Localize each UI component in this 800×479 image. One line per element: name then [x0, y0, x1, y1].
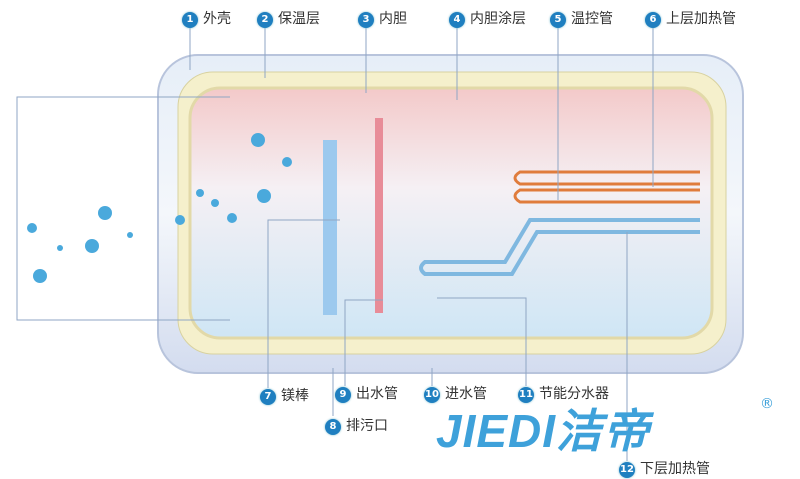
label-text: 保温层	[278, 11, 320, 27]
label-inlet-pipe: 10 进水管	[424, 386, 487, 403]
badge: 5	[550, 11, 566, 28]
registered-mark: ®	[760, 396, 774, 412]
upper-heating-tube	[513, 170, 700, 204]
badge: 12	[619, 461, 635, 478]
label-text: 内胆涂层	[470, 11, 526, 27]
badge: 11	[518, 386, 534, 403]
magnesium-rod	[323, 140, 337, 315]
label-text: 下层加热管	[640, 461, 710, 477]
badge: 3	[358, 11, 374, 28]
label-text: 出水管	[356, 386, 398, 402]
label-outer-shell: 1 外壳	[182, 11, 231, 28]
badge: 2	[257, 11, 273, 28]
label-outlet-pipe: 9 出水管	[335, 386, 398, 403]
label-text: 温控管	[571, 11, 613, 27]
inner-tank	[188, 86, 714, 340]
label-drain: 8 排污口	[325, 418, 388, 435]
badge: 6	[645, 11, 661, 28]
badge: 1	[182, 11, 198, 28]
label-text: 外壳	[203, 11, 231, 27]
label-tank-coating: 4 内胆涂层	[449, 11, 526, 28]
brand-logo: JIEDI洁帝	[436, 405, 651, 457]
label-text: 进水管	[445, 386, 487, 402]
label-text: 节能分水器	[539, 386, 609, 402]
lower-heating-tube	[419, 218, 700, 276]
label-text: 内胆	[379, 11, 407, 27]
label-text: 镁棒	[281, 388, 309, 404]
label-lower-heater: 12 下层加热管	[619, 461, 710, 478]
bubbles	[27, 133, 292, 283]
label-magnesium-rod: 7 镁棒	[260, 388, 309, 405]
label-insulation: 2 保温层	[257, 11, 320, 28]
label-text: 上层加热管	[666, 11, 736, 27]
outlet-pipe	[375, 118, 383, 313]
badge: 10	[424, 386, 440, 403]
leader-lines	[16, 28, 654, 461]
label-inner-tank: 3 内胆	[358, 11, 407, 28]
badge: 8	[325, 418, 341, 435]
label-text: 排污口	[346, 418, 388, 434]
label-thermostat-tube: 5 温控管	[550, 11, 613, 28]
badge: 4	[449, 11, 465, 28]
badge: 9	[335, 386, 351, 403]
badge: 7	[260, 388, 276, 405]
label-water-diverter: 11 节能分水器	[518, 386, 609, 403]
label-upper-heater: 6 上层加热管	[645, 11, 736, 28]
